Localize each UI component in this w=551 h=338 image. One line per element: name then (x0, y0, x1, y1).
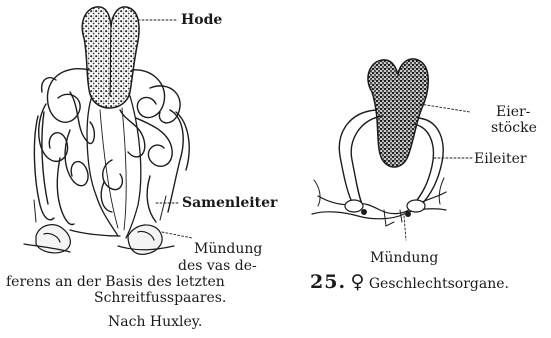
figure-number: 25. (310, 271, 346, 293)
label-eileiter: Eileiter (474, 151, 527, 167)
label-samenleiter: Samenleiter (182, 195, 277, 211)
ovary-lobes (368, 59, 428, 167)
label-muendung-left: Mündung (194, 241, 262, 257)
figure-caption: 25. ♀ Geschlechtsorgane. (310, 274, 509, 292)
genital-openings (24, 196, 174, 254)
caption-line-vas: des vas de- (178, 258, 257, 274)
label-stoecke: stöcke (491, 120, 537, 136)
female-organs-drawing (312, 59, 472, 240)
caption-line-schreit: Schreitfusspaares. (94, 290, 226, 306)
source-credit: Nach Huxley. (108, 314, 202, 330)
caption-text: Geschlechtsorgane. (369, 276, 509, 292)
male-organs-drawing (24, 7, 192, 255)
caption-line-ferens: ferens an der Basis des letzten (6, 274, 225, 290)
label-muendung-right: Mündung (370, 250, 438, 266)
testis-lobes (82, 7, 139, 108)
label-eier: Eier- (496, 104, 530, 120)
coiled-vas-deferens-left (34, 69, 94, 225)
label-hode: Hode (181, 12, 222, 28)
female-symbol: ♀ (351, 271, 365, 293)
